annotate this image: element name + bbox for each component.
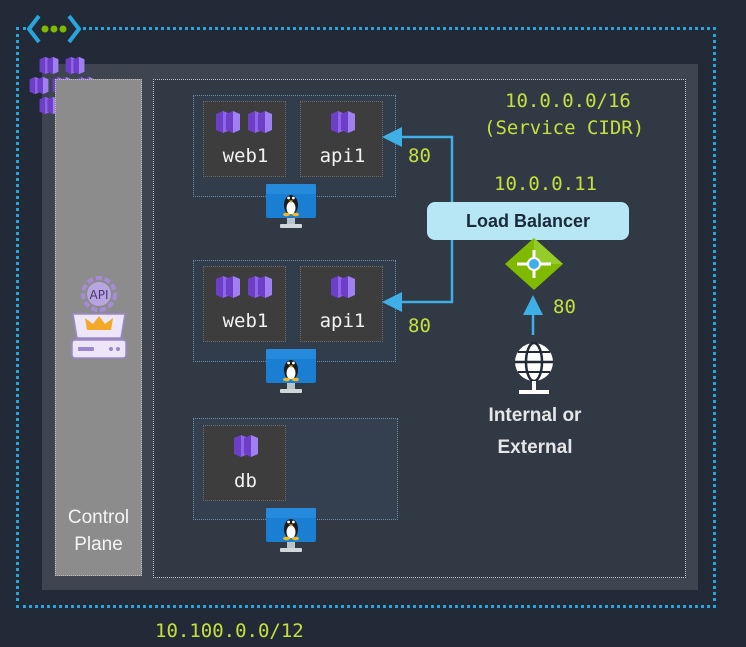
pod-label: web1 [222, 145, 269, 167]
load-balancer-ip: 10.0.0.11 [494, 173, 597, 195]
vnet-boundary [16, 27, 716, 608]
client-label-line1: Internal or [488, 405, 582, 426]
vnet-cidr: 10.100.0.0/12 [155, 620, 304, 642]
load-balancer-icon [503, 236, 565, 292]
api-server-icon: API [69, 272, 129, 364]
load-balancer: Load Balancer [427, 202, 629, 240]
control-plane-label-line1: Control [67, 507, 130, 528]
vnet-icon [26, 12, 82, 46]
pod-label: api1 [319, 310, 366, 332]
pod-label: web1 [222, 310, 269, 332]
client-label-line2: External [497, 437, 573, 458]
globe-icon [510, 340, 558, 396]
client-label: Internal or External [464, 400, 606, 464]
load-balancer-label: Load Balancer [465, 210, 591, 231]
arrow-to-node-1 [382, 127, 454, 202]
control-plane-label-line2: Plane [74, 534, 123, 555]
control-plane-label: Control Plane [55, 504, 142, 558]
arrow-to-node-2 [382, 240, 454, 312]
ingress-port: 80 [553, 296, 576, 318]
api-text: API [90, 288, 109, 302]
node-2-port: 80 [408, 315, 431, 337]
service-cidr-caption: (Service CIDR) [484, 117, 645, 139]
pod-web1: web1 [203, 266, 286, 342]
pod-web1: web1 [203, 101, 286, 177]
pod-label: db [234, 470, 257, 492]
service-cidr: 10.0.0.0/16 [505, 90, 631, 112]
pod-api1: api1 [300, 266, 383, 342]
pod-db: db [203, 425, 286, 501]
node-1-port: 80 [408, 145, 431, 167]
pod-label: api1 [319, 145, 366, 167]
